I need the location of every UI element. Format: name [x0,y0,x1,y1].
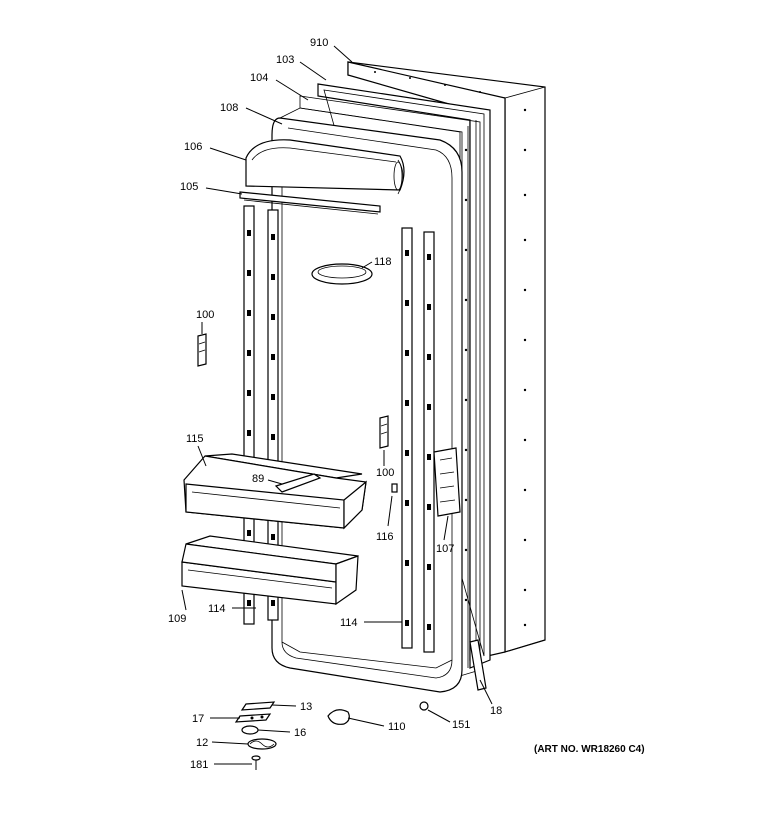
callout-181: 181 [190,759,208,771]
left-rail-slots [247,230,275,606]
art-number: (ART NO. WR18260 C4) [534,744,645,755]
callout-118: 118 [374,256,392,268]
callout-13: 13 [300,701,312,713]
callout-100-left: 100 [196,309,214,321]
callout-12: 12 [196,737,208,749]
door-panel-holes [374,71,527,627]
callout-104: 104 [250,72,268,84]
callout-106: 106 [184,141,202,153]
callout-107: 107 [436,543,454,555]
callout-114-right: 114 [340,617,358,629]
callout-109: 109 [168,613,186,625]
callout-116: 116 [376,531,394,543]
callout-17: 17 [192,713,204,725]
callout-16: 16 [294,727,306,739]
bushing [241,725,259,735]
callout-89: 89 [252,473,264,485]
hinge-shim [234,713,272,723]
callout-114-left: 114 [208,603,226,615]
leader-lines [181,45,493,765]
callout-115: 115 [186,433,204,445]
screw [251,755,261,770]
callout-103: 103 [276,54,294,66]
callout-105: 105 [180,181,198,193]
callout-108: 108 [220,102,238,114]
hinge-bracket [469,639,487,691]
dairy-compartment-door [245,139,405,195]
oval-tray [311,263,373,285]
shelf-clip-left [197,333,207,367]
hinge-plate [240,701,276,711]
door-bin-lower [181,535,359,606]
bin-divider [274,473,322,493]
left-shelf-rails [243,205,279,625]
callout-110: 110 [388,721,406,733]
callout-151: 151 [452,719,470,731]
callout-100-right: 100 [376,467,394,479]
shelf-clip-right [379,415,389,449]
right-shelf-rails [401,227,435,653]
callout-910: 910 [310,37,328,49]
inner-door-liner [271,107,463,693]
small-clip [391,483,398,493]
door-stop [327,709,350,725]
dairy-door-rail [239,191,381,215]
right-rail-slots [405,250,431,630]
cam-washer [419,701,429,711]
door-bin-upper [183,453,367,530]
gasket-holes [464,148,468,602]
hinge-spring [247,738,277,750]
hinge-cap [433,447,461,517]
callout-18: 18 [490,705,502,717]
